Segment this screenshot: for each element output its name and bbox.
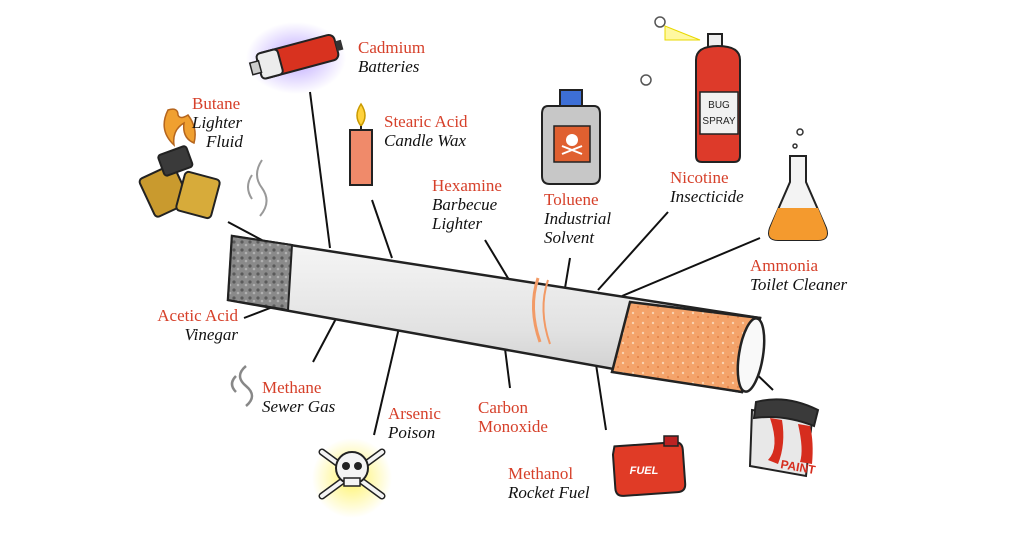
solvent-bottle-icon: [541, 89, 601, 185]
label-stearic-acid: Stearic Acid Candle Wax: [384, 112, 468, 150]
label-arsenic: Arsenic Poison: [388, 404, 441, 442]
chemical-name: Cadmium: [358, 38, 426, 57]
lighter-icon: [138, 108, 221, 220]
pointer-cadmium: [309, 91, 331, 249]
filter-end: [736, 317, 766, 393]
chemical-use: Insecticide: [670, 187, 744, 207]
chemical-name: Arsenic: [388, 404, 441, 423]
chemical-name: Ammonia: [750, 256, 818, 275]
chemical-use: Vinegar: [184, 325, 238, 345]
fuel-can-icon: FUEL: [611, 435, 687, 497]
chemical-name: Methane: [262, 378, 322, 397]
chemical-use: Candle Wax: [384, 131, 467, 151]
paint-can-icon: PAINT: [748, 398, 820, 478]
chemical-use: Lighter: [432, 214, 483, 234]
pointer-nicotine: [597, 211, 669, 291]
cigarette-ash: [226, 234, 294, 312]
chemical-use: Barbecue: [432, 195, 498, 215]
label-acetic-acid: Acetic Acid Vinegar: [138, 306, 238, 344]
label-carbon-monoxide: Carbon Monoxide: [478, 398, 548, 436]
smoke-icon: [247, 159, 268, 217]
spray-can-text-1: BUG: [708, 100, 730, 111]
chemical-use: Sewer Gas: [262, 397, 336, 417]
gas-fumes-icon: [230, 365, 254, 407]
label-butane: Butane Lighter Fluid: [192, 94, 243, 151]
cigarette: [226, 234, 766, 394]
chemical-name: Carbon: [478, 398, 529, 417]
chemical-name: Stearic Acid: [384, 112, 468, 131]
pointer-toluene: [564, 257, 571, 289]
label-methane: Methane Sewer Gas: [262, 378, 335, 416]
chemical-use: Poison: [388, 423, 436, 443]
pointer-ammonia: [621, 237, 761, 297]
tipping-line: [531, 277, 542, 343]
label-nicotine: Nicotine Insecticide: [670, 168, 744, 206]
chemical-use: Industrial: [544, 209, 612, 229]
label-ammonia: Ammonia Toilet Cleaner: [750, 256, 847, 294]
paint-can-text: PAINT: [779, 457, 817, 477]
chemical-use: Solvent: [544, 228, 595, 248]
chemical-use: Lighter: [192, 113, 243, 133]
label-methanol: Methanol Rocket Fuel: [508, 464, 590, 502]
battery-icon: [246, 22, 346, 94]
chemical-name: Butane: [192, 94, 241, 113]
label-cadmium: Cadmium Batteries: [358, 38, 425, 76]
chemical-use: Toilet Cleaner: [750, 275, 848, 295]
chemical-use: Rocket Fuel: [508, 483, 590, 503]
skull-crossbones-icon: [312, 438, 392, 518]
chemical-name: Hexamine: [432, 176, 502, 195]
chemical-name-line-2: Monoxide: [478, 417, 548, 437]
chemical-name: Toluene: [544, 190, 599, 209]
chemical-use: Fluid: [206, 132, 243, 152]
chemical-name: Nicotine: [670, 168, 729, 187]
chemical-name: Acetic Acid: [157, 306, 238, 325]
bug-spray-can-icon: BUG SPRAY: [640, 16, 741, 163]
fuel-can-text: FUEL: [630, 465, 659, 477]
chemical-use: Batteries: [358, 57, 420, 77]
label-hexamine: Hexamine Barbecue Lighter: [432, 176, 502, 233]
chemical-name: Methanol: [508, 464, 574, 483]
spray-can-text-2: SPRAY: [702, 116, 735, 127]
candle-icon: [349, 102, 373, 186]
label-toluene: Toluene Industrial Solvent: [544, 190, 611, 247]
cigarette-filter: [610, 300, 762, 394]
flask-icon: [768, 128, 828, 241]
pointer-stearic: [371, 199, 393, 259]
